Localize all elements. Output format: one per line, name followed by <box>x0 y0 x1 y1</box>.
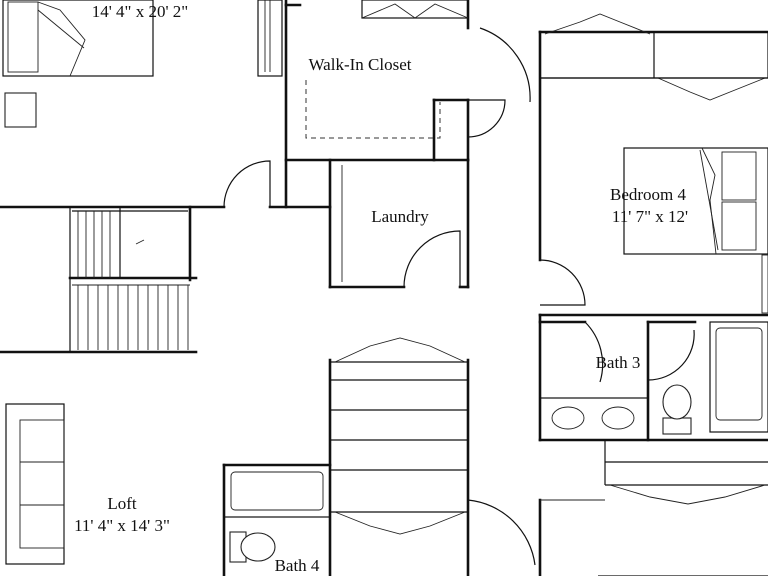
bath3-vanity-icon <box>539 397 649 441</box>
bath4-door-swing <box>467 499 536 566</box>
primary-bed-icon <box>2 0 154 77</box>
loft-dims-label: 11' 4" x 14' 3" <box>74 516 170 535</box>
sofa-icon <box>5 403 65 565</box>
closet-door-swing <box>467 99 506 138</box>
bath3-tub-icon <box>709 321 768 433</box>
primary-bedroom <box>2 0 283 128</box>
walk-in-closet: Walk-In Closet <box>305 0 469 139</box>
bedroom4-dims-label: 11' 7" x 12' <box>612 207 688 226</box>
loft-name-label: Loft <box>107 494 137 513</box>
bedroom4-bed-icon <box>623 147 768 255</box>
primary-dims-label: 14' 4" x 20' 2" <box>92 2 189 21</box>
bath4-toilet-icon <box>229 531 276 563</box>
lower-right-closet <box>540 440 768 576</box>
bedroom-4: Bedroom 4 11' 7" x 12' <box>539 13 768 314</box>
hall-closets <box>330 337 468 535</box>
loft: Loft 11' 4" x 14' 3" <box>5 403 170 565</box>
laundry-label: Laundry <box>371 207 429 226</box>
hall-door-swing <box>479 27 531 103</box>
laundry-room: Laundry <box>341 165 461 288</box>
bedroom4-name-label: Bedroom 4 <box>610 185 687 204</box>
laundry-door-swing <box>403 230 461 288</box>
bath3-door2-swing <box>647 329 695 381</box>
bath-4: Bath 4 <box>223 464 331 575</box>
stairs <box>69 207 190 352</box>
primary-door-swing <box>223 160 271 208</box>
bath-3: Bath 3 <box>539 321 768 441</box>
bath3-door-swing <box>584 321 604 383</box>
bath4-tub-icon <box>223 464 331 518</box>
bedroom4-door-swing <box>539 259 586 306</box>
hall-doors <box>223 27 695 566</box>
walk-in-closet-label: Walk-In Closet <box>309 55 412 74</box>
wardrobe-icon <box>257 0 283 77</box>
nightstand-icon <box>4 92 37 128</box>
bath4-label: Bath 4 <box>275 556 320 575</box>
bath3-label: Bath 3 <box>596 353 641 372</box>
bath3-toilet-icon <box>662 384 692 435</box>
